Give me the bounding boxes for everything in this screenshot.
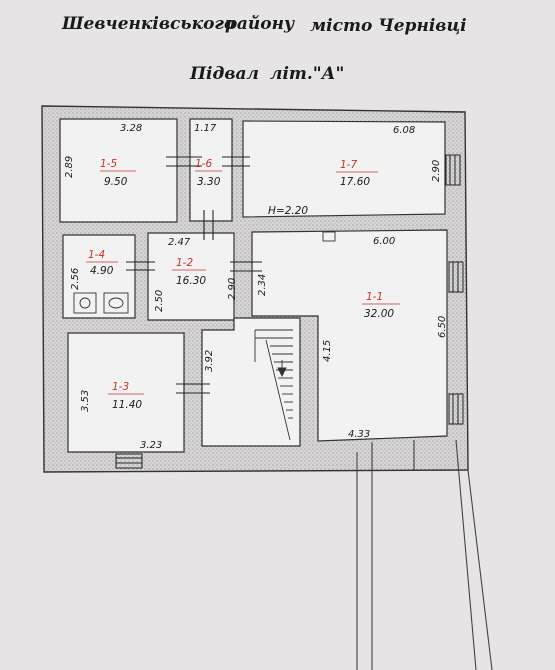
dim-r1-bottom: 4.33 xyxy=(348,429,370,440)
windows xyxy=(115,154,464,469)
dim-stair-height: 3.92 xyxy=(204,350,215,372)
column-marker xyxy=(322,231,336,242)
room-1-4 xyxy=(62,234,136,319)
dim-r7-width: 6.08 xyxy=(393,125,415,136)
room-area-1-6: 3.30 xyxy=(197,176,221,188)
dim-r2-left: 2.50 xyxy=(154,290,165,312)
room-id-1-1: 1-1 xyxy=(366,291,383,303)
staircase xyxy=(254,329,293,441)
room-area-1-7: 17.60 xyxy=(340,176,370,188)
door-marks xyxy=(126,156,262,394)
dim-r2-mid: 2.90 xyxy=(227,278,238,300)
room-area-1-2: 16.30 xyxy=(176,275,206,287)
dim-r7-height: 2.90 xyxy=(431,160,442,182)
room-area-1-5: 9.50 xyxy=(104,176,128,188)
ceiling-height: H=2.20 xyxy=(268,205,308,217)
dim-r1-left: 4.15 xyxy=(322,340,333,362)
room-1-7 xyxy=(242,120,446,218)
room-1-5 xyxy=(59,118,178,223)
dim-r4-height: 2.56 xyxy=(70,268,81,290)
dim-r5-width: 3.28 xyxy=(120,123,142,134)
room-id-1-6: 1-6 xyxy=(195,158,212,170)
dim-r5-height: 2.89 xyxy=(64,156,75,178)
building-letter: літ."А" xyxy=(270,64,345,84)
sanitary-fixtures xyxy=(73,292,129,314)
dim-r6-width: 1.17 xyxy=(194,123,217,134)
room-1-1 xyxy=(251,229,448,442)
district-word: району xyxy=(225,14,295,34)
dim-r3-left: 3.53 xyxy=(80,390,91,412)
dim-r2-top: 2.47 xyxy=(168,237,191,248)
room-id-1-3: 1-3 xyxy=(112,381,129,393)
dim-r1-top: 6.00 xyxy=(373,236,395,247)
room-1-3 xyxy=(67,332,185,453)
dim-r1-right: 6.50 xyxy=(437,316,448,338)
room-area-1-3: 11.40 xyxy=(112,399,142,411)
room-id-1-4: 1-4 xyxy=(88,249,105,261)
dim-r2-right: 2.34 xyxy=(257,274,268,296)
room-id-1-7: 1-7 xyxy=(340,159,357,171)
room-area-1-4: 4.90 xyxy=(90,265,114,277)
room-area-1-1: 32.00 xyxy=(364,308,394,320)
dim-r3-bottom: 3.23 xyxy=(140,440,162,451)
outer-extension-lines xyxy=(356,439,493,670)
room-id-1-5: 1-5 xyxy=(100,158,117,170)
room-id-1-2: 1-2 xyxy=(176,257,193,269)
city-name: місто Чернівці xyxy=(310,16,467,36)
stair-hall xyxy=(201,317,301,447)
room-1-6 xyxy=(189,118,233,222)
document-header: Шевченківського району місто Чернівці Пі… xyxy=(0,0,555,100)
district-name: Шевченківського xyxy=(62,14,236,34)
floor-name: Підвал xyxy=(190,64,259,84)
